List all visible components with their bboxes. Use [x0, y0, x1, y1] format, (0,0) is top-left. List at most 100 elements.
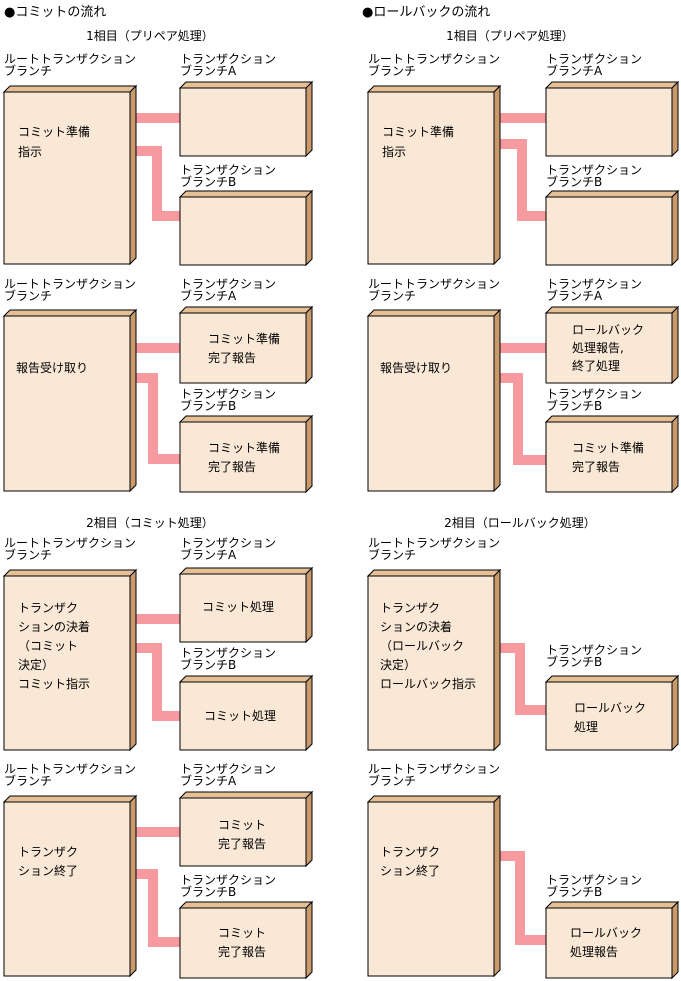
phase-title: 1相目（プリペア処理） [86, 29, 214, 43]
root-branch-label: ブランチ [368, 773, 416, 788]
commit-p4-branch-a-top [178, 791, 314, 799]
box-text: 指示 [18, 144, 42, 159]
commit-p1-branch-a [178, 80, 314, 158]
rb-p2-root-front [367, 315, 495, 492]
rb-p3-root [366, 568, 502, 752]
rb-p3-root-front [367, 575, 495, 751]
rb-p1-branch-b-front [545, 196, 673, 266]
box-text: 報告受け取り [16, 361, 88, 375]
rb-p1-branch-b-side [671, 189, 679, 267]
commit-p3-branch-b-front [179, 681, 307, 751]
rb-p3-root-side [493, 568, 501, 752]
commit-p2-branch-a [178, 305, 314, 385]
phase-title: 2相目（コミット処理） [86, 516, 214, 530]
branch-b-label: ブランチB [180, 884, 236, 899]
branch-b-label: トランザクション [546, 643, 642, 657]
box-text: コミット準備 [208, 440, 280, 455]
commit-p3-branch-a-top [178, 567, 314, 575]
box-text: 完了報告 [218, 836, 266, 851]
rb-p2-branch-a [544, 305, 680, 385]
commit-p1-root-top [2, 85, 138, 93]
commit-p4-branch-a-side [305, 790, 313, 868]
rb-p2-root-side [493, 308, 501, 493]
branch-a-label: トランザクション [546, 52, 642, 66]
branch-a-label: トランザクション [180, 536, 276, 550]
rb-p4-arrow-b-shaft [485, 851, 562, 945]
rb-p2-branch-b [544, 414, 680, 494]
rb-p3-root-top [366, 569, 502, 577]
commit-p4-root-front [3, 801, 131, 977]
commit-p2-branch-a-top [178, 306, 314, 314]
branch-a-label: トランザクション [180, 762, 276, 776]
branch-a-label: ブランチA [546, 63, 603, 78]
rb-p1-branch-b-top [544, 190, 680, 198]
box-text: 決定） [18, 657, 54, 672]
root-branch-label: ブランチ [368, 547, 416, 562]
commit-p1-root-front [3, 91, 131, 265]
rb-p4-root-side [493, 794, 501, 978]
rb-p2-branch-a-side [671, 305, 679, 385]
rb-p1-root-side [493, 84, 501, 266]
box-text: 完了報告 [208, 350, 256, 365]
commit-p1-root [2, 84, 138, 266]
branch-b-label: ブランチB [180, 174, 236, 189]
commit-p2-branch-a-front [179, 312, 307, 384]
branch-a-label: トランザクション [180, 52, 276, 66]
box-text: ションの決着 [380, 619, 452, 634]
rb-p4-branch-b-front [545, 907, 673, 979]
commit-p2-root-side [129, 308, 137, 493]
box-text: ション終了 [18, 863, 78, 878]
root-branch-label: ルートトランザクション [4, 52, 136, 66]
rb-p1-branch-a-side [671, 80, 679, 158]
root-branch-label: ルートトランザクション [4, 536, 136, 550]
commit-p4-branch-b-side [305, 900, 313, 980]
box-text: トランザク [380, 601, 440, 615]
root-branch-label: ブランチ [4, 547, 52, 562]
phase-title: 2相目（ロールバック処理） [444, 516, 596, 530]
branch-b-label: トランザクション [546, 163, 642, 177]
commit-p3-branch-b [178, 674, 314, 752]
box-text: トランザク [380, 845, 440, 859]
commit-p4-branch-b [178, 900, 314, 980]
branch-a-label: ブランチA [180, 63, 237, 78]
commit-p4-root [2, 794, 138, 978]
branch-a-label: トランザクション [180, 277, 276, 291]
branch-b-label: トランザクション [180, 873, 276, 887]
commit-p2-branch-b-side [305, 414, 313, 494]
branch-b-label: トランザクション [180, 646, 276, 660]
box-text: コミット準備 [382, 124, 454, 139]
rb-p1-branch-a-front [545, 87, 673, 157]
branch-b-label: ブランチB [546, 398, 602, 413]
root-branch-label: ブランチ [368, 63, 416, 78]
branch-b-label: トランザクション [546, 387, 642, 401]
root-branch-label: ルートトランザクション [368, 277, 500, 291]
section-heading-commit: ●コミットの流れ [4, 5, 106, 20]
rb-p4-root-top [366, 795, 502, 803]
box-text: トランザク [18, 601, 78, 615]
rb-p3-branch-b-front [545, 681, 673, 751]
branch-b-label: ブランチB [546, 654, 602, 669]
box-text: コミット指示 [18, 676, 90, 691]
rb-p1-root-top [366, 85, 502, 93]
branch-b-label: トランザクション [180, 163, 276, 177]
commit-p4-branch-a-front [179, 797, 307, 867]
box-text: 処理報告 [570, 945, 618, 959]
rb-p3-branch-b [544, 674, 680, 752]
boxes-layer [2, 80, 680, 980]
branch-a-label: ブランチA [546, 288, 603, 303]
branch-a-label: ブランチA [180, 547, 237, 562]
commit-p1-branch-b-top [178, 190, 314, 198]
rb-p1-branch-a [544, 80, 680, 158]
commit-p4-branch-a [178, 790, 314, 868]
rb-p1-branch-b [544, 189, 680, 267]
branch-a-label: ブランチA [180, 773, 237, 788]
rb-p2-branch-a-top [544, 306, 680, 314]
commit-p3-branch-b-side [305, 674, 313, 752]
commit-p1-branch-b-side [305, 189, 313, 267]
root-branch-label: ブランチ [4, 773, 52, 788]
rb-p2-branch-b-top [544, 415, 680, 423]
phase-title: 1相目（プリペア処理） [446, 29, 574, 43]
root-branch-label: ルートトランザクション [368, 762, 500, 776]
branch-b-label: トランザクション [180, 387, 276, 401]
